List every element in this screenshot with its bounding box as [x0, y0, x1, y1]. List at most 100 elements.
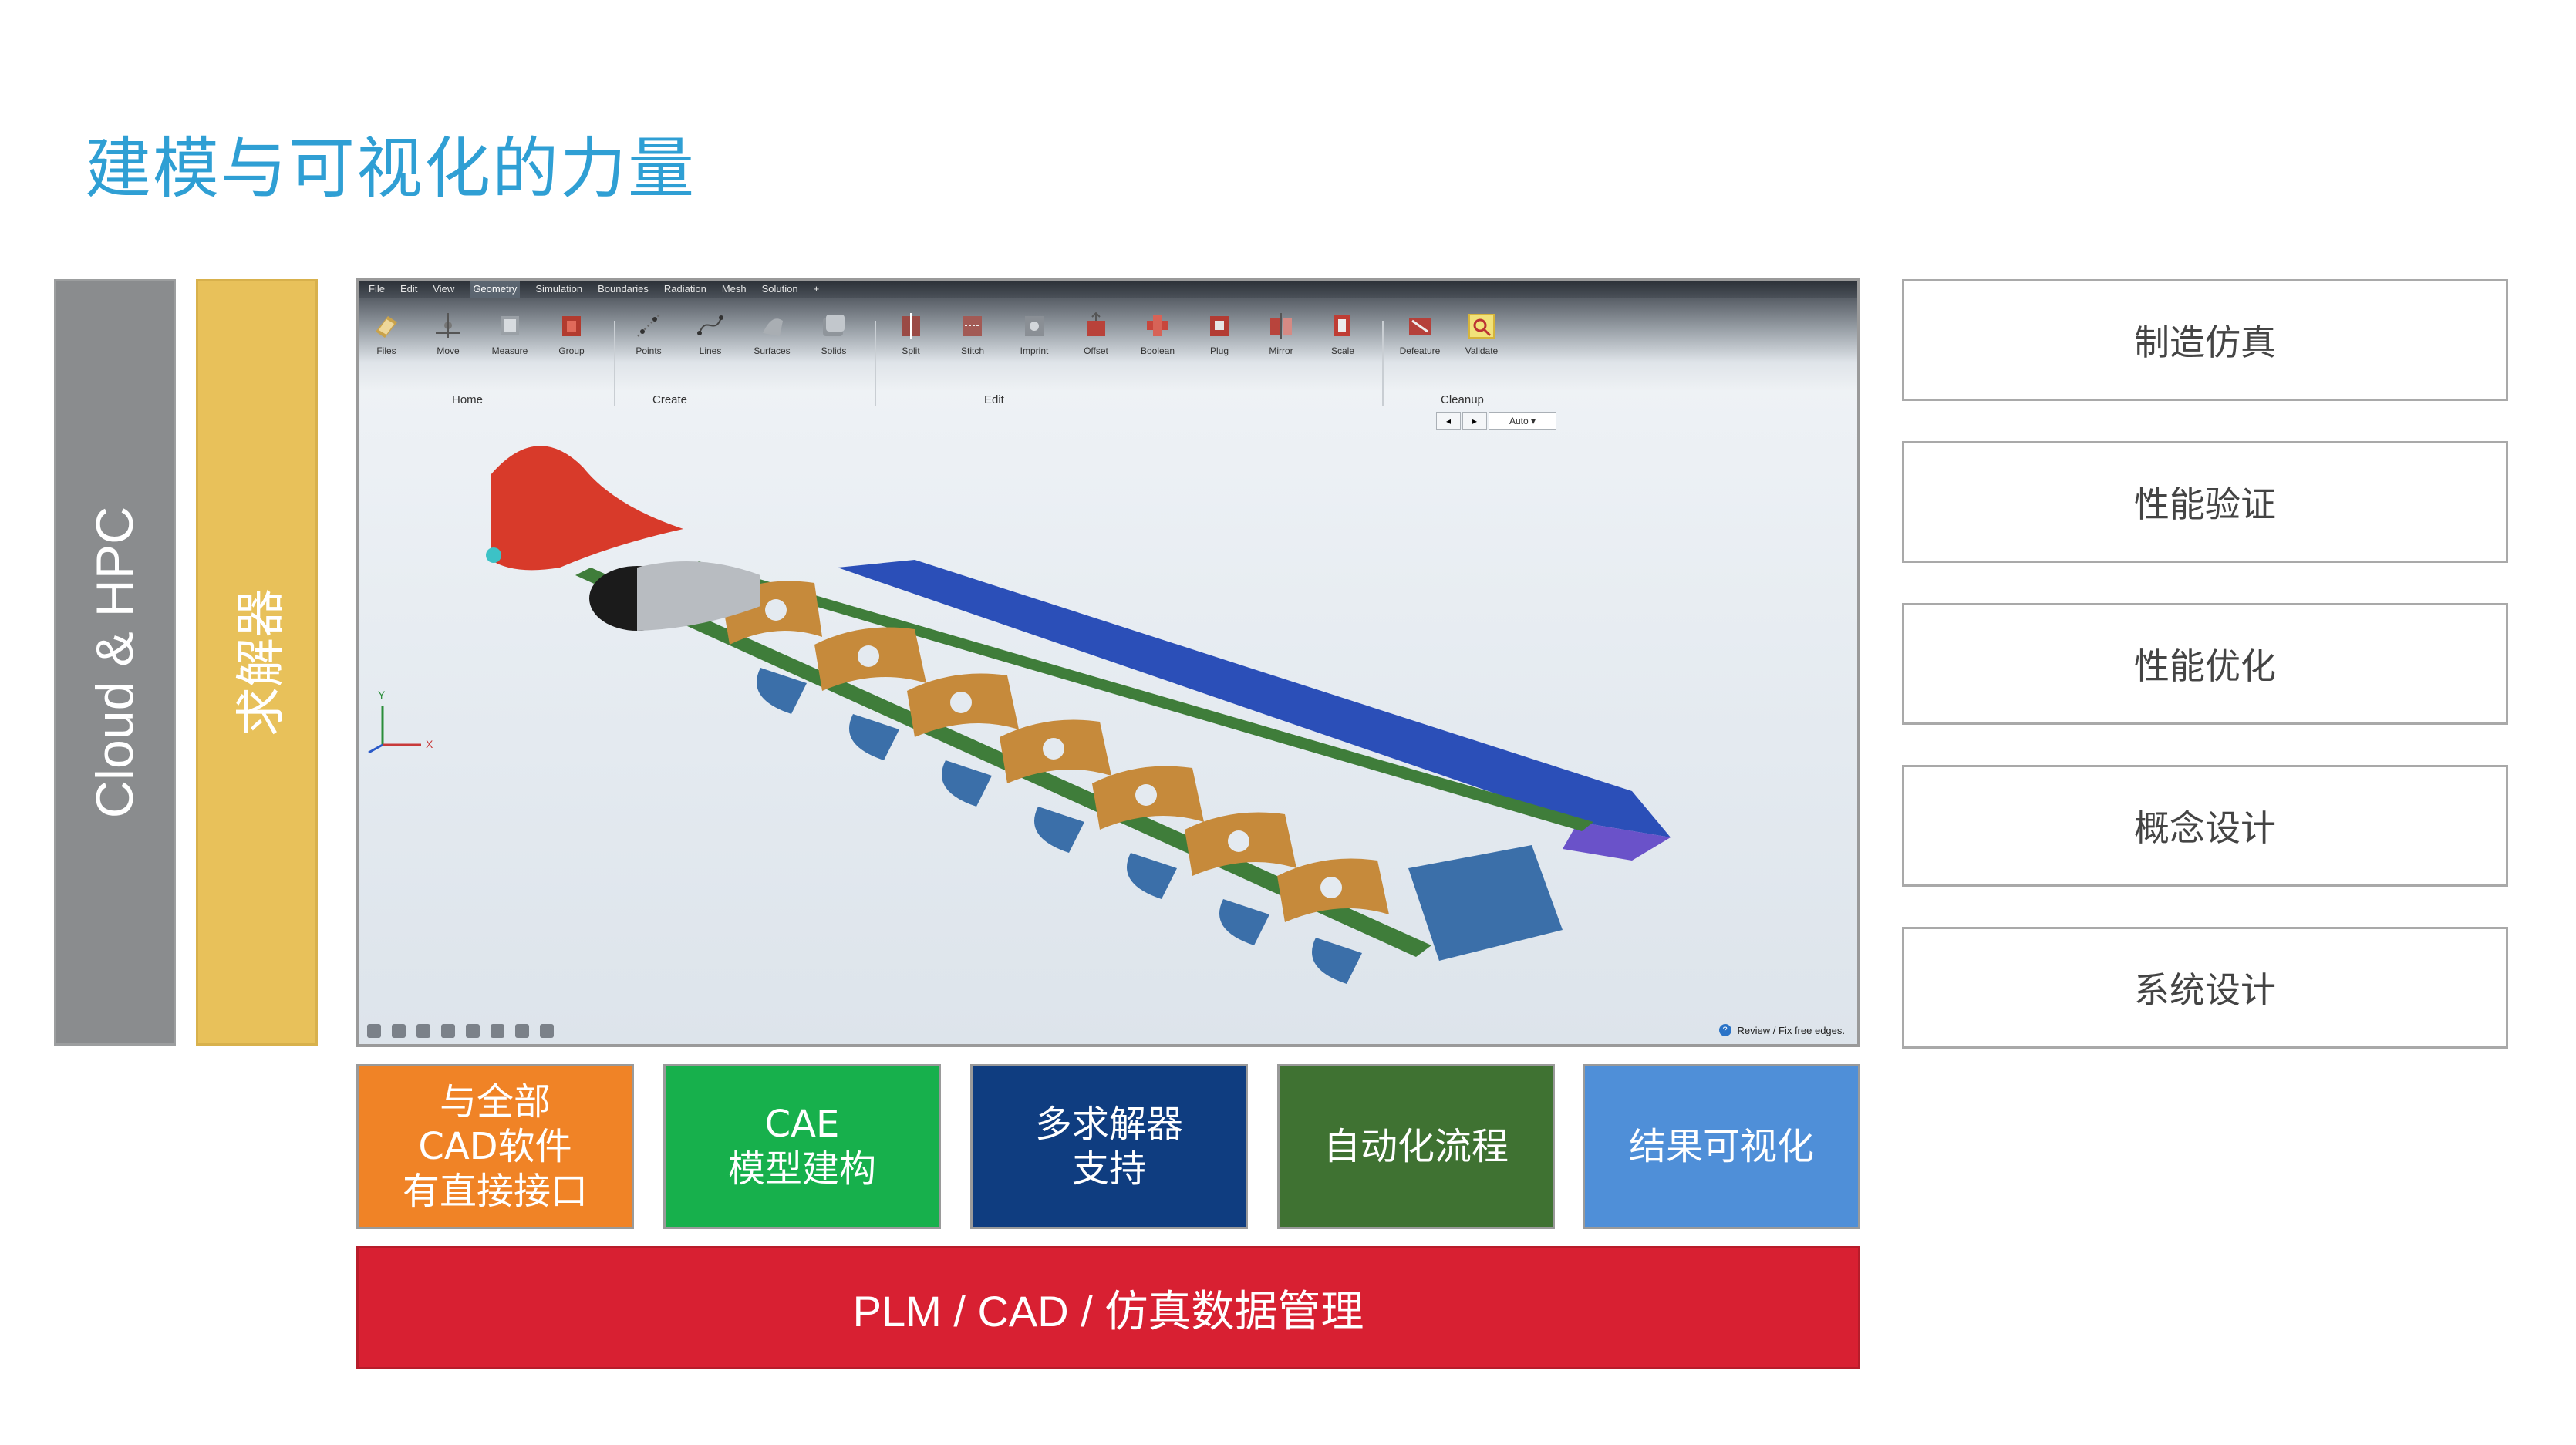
files-icon [376, 316, 397, 338]
ribbon-separator [1382, 321, 1384, 406]
group-label-edit: Edit [984, 393, 1004, 406]
cleanup-next-button[interactable]: ▸ [1462, 412, 1487, 430]
wing-tip-cap [1563, 822, 1671, 861]
solver-label: 求解器 [233, 588, 290, 736]
model-viewport[interactable]: Y X [359, 390, 1857, 1047]
tool-label: Defeature [1399, 345, 1441, 356]
tool-surfaces[interactable]: Surfaces [745, 310, 799, 356]
view-tool-icon[interactable] [466, 1024, 480, 1038]
tool-label: Offset [1084, 345, 1108, 356]
tool-files[interactable]: Files [359, 310, 413, 356]
tool-plug[interactable]: Plug [1192, 310, 1246, 356]
tool-lines[interactable]: Lines [683, 310, 737, 356]
tool-defeature[interactable]: Defeature [1393, 310, 1447, 356]
box-label: 概念设计 [2134, 807, 2276, 849]
view-tool-icon[interactable] [367, 1024, 381, 1038]
feature-cae-modeling[interactable]: CAE 模型建构 [663, 1064, 941, 1229]
tool-split[interactable]: Split [884, 310, 938, 356]
tool-boolean[interactable]: Boolean [1131, 310, 1185, 356]
box-label: 制造仿真 [2134, 322, 2276, 363]
wing-upper-skin [838, 560, 1671, 837]
move-icon [436, 313, 460, 338]
menu-boundaries[interactable]: Boundaries [598, 283, 649, 295]
view-tool-icon[interactable] [515, 1024, 529, 1038]
feature-label: 自动化流程 [1323, 1125, 1509, 1168]
menu-simulation[interactable]: Simulation [535, 283, 583, 295]
lines-icon [697, 315, 723, 335]
feature-cad-interface[interactable]: 与全部 CAD软件 有直接接口 [356, 1064, 634, 1229]
tool-offset[interactable]: Offset [1069, 310, 1123, 356]
tool-imprint[interactable]: Imprint [1007, 310, 1061, 356]
box-label: 系统设计 [2134, 969, 2276, 1011]
measure-icon [501, 316, 519, 335]
help-icon[interactable]: ? [1718, 1024, 1731, 1036]
cleanup-mode-select[interactable]: Auto ▾ [1489, 412, 1556, 430]
tool-points[interactable]: Points [622, 310, 676, 356]
feature-label: CAE 模型建构 [727, 1103, 876, 1191]
stitch-icon [963, 316, 982, 336]
tool-group[interactable]: Group [545, 310, 598, 356]
group-label-home: Home [452, 393, 484, 406]
tool-label: Group [558, 345, 585, 356]
box-performance-verification[interactable]: 性能验证 [1902, 441, 2508, 563]
menu-mesh[interactable]: Mesh [721, 283, 747, 295]
engine-nacelle [637, 561, 760, 631]
validate-icon [1468, 314, 1495, 339]
view-tool-icon[interactable] [416, 1024, 430, 1038]
box-performance-optimization[interactable]: 性能优化 [1902, 603, 2508, 725]
menu-view[interactable]: View [433, 283, 455, 295]
box-system-design[interactable]: 系统设计 [1902, 927, 2508, 1049]
tool-solids[interactable]: Solids [807, 310, 861, 356]
axis-y-label: Y [378, 689, 386, 701]
tool-label: Solids [821, 345, 847, 356]
offset-icon [1087, 312, 1105, 336]
plug-icon [1210, 316, 1229, 336]
feature-result-visualization[interactable]: 结果可视化 [1583, 1064, 1860, 1229]
menu-file[interactable]: File [369, 283, 385, 295]
view-tool-icon[interactable] [491, 1024, 504, 1038]
tool-measure[interactable]: Measure [483, 310, 537, 356]
scale-icon [1334, 315, 1350, 336]
tool-stitch[interactable]: Stitch [946, 310, 1000, 356]
tool-label: Validate [1465, 345, 1499, 356]
axis-triad: Y X [368, 689, 433, 754]
tool-mirror[interactable]: Mirror [1254, 310, 1308, 356]
tool-scale[interactable]: Scale [1316, 310, 1370, 356]
solids-icon [823, 315, 845, 336]
tool-label: Points [636, 345, 662, 356]
tool-label: Lines [699, 345, 722, 356]
cleanup-mode-value: Auto [1509, 416, 1529, 426]
add-tab-icon[interactable]: + [813, 283, 820, 295]
box-manufacturing-simulation[interactable]: 制造仿真 [1902, 279, 2508, 401]
view-tool-icon[interactable] [392, 1024, 406, 1038]
tool-label: Mirror [1269, 345, 1293, 356]
cad-application-window: File Edit View Geometry Simulation Bound… [356, 278, 1860, 1047]
view-tools [367, 1024, 554, 1038]
feature-multi-solver[interactable]: 多求解器 支持 [970, 1064, 1248, 1229]
plm-data-management-bar[interactable]: PLM / CAD / 仿真数据管理 [356, 1246, 1860, 1369]
leading-edge-ribs [757, 668, 1563, 984]
feature-automation[interactable]: 自动化流程 [1277, 1064, 1555, 1229]
cleanup-prev-button[interactable]: ◂ [1436, 412, 1461, 430]
ribbon-separator [614, 321, 615, 406]
box-concept-design[interactable]: 概念设计 [1902, 765, 2508, 887]
group-icon [562, 316, 581, 336]
menu-solution[interactable]: Solution [761, 283, 798, 295]
tool-validate[interactable]: Validate [1455, 310, 1509, 356]
cleanup-controls: ◂ ▸ Auto ▾ [1436, 412, 1556, 430]
menu-edit[interactable]: Edit [400, 283, 418, 295]
tool-label: Surfaces [754, 345, 791, 356]
tool-move[interactable]: Move [421, 310, 475, 356]
solver-bar: 求解器 [196, 279, 318, 1046]
menu-radiation[interactable]: Radiation [663, 283, 706, 295]
box-label: 性能优化 [2134, 645, 2276, 687]
view-tool-icon[interactable] [441, 1024, 455, 1038]
tool-label: Scale [1330, 345, 1355, 356]
cloud-hpc-label: Cloud & HPC [86, 506, 145, 819]
imprint-icon [1025, 316, 1044, 336]
mirror-icon [1270, 313, 1292, 339]
menu-geometry[interactable]: Geometry [470, 281, 521, 298]
boolean-icon [1147, 315, 1168, 336]
points-icon [637, 314, 660, 337]
view-tool-icon[interactable] [540, 1024, 554, 1038]
